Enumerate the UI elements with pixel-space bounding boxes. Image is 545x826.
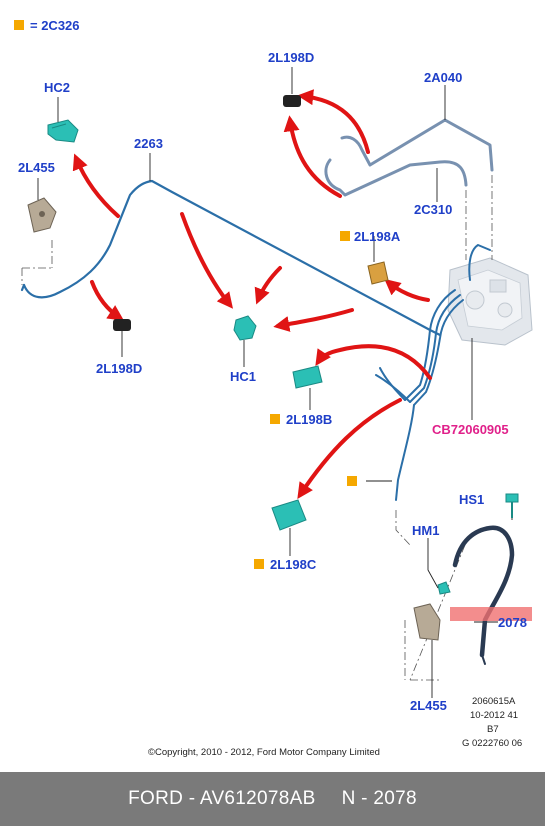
red-arrows (72, 89, 432, 499)
pipes-2a040-2c310 (324, 118, 494, 197)
marker-2l198b (270, 414, 280, 424)
label-2078: 2078 (498, 615, 527, 630)
info-line-2: 10-2012 41 (470, 710, 518, 721)
brake-lines-diagram: = 2C326 (14, 18, 533, 758)
legend-marker (14, 20, 24, 30)
highlight-2078 (450, 607, 532, 621)
label-2l198d-bottom: 2L198D (96, 361, 142, 376)
info-line-1: 2060615A (472, 696, 516, 707)
label-2l198b: 2L198B (286, 412, 332, 427)
info-line-3: B7 (487, 724, 499, 735)
label-2a040: 2A040 (424, 70, 462, 85)
bracket-2l455-top (27, 197, 57, 233)
clip-2l198b (292, 365, 323, 389)
bushing-2l198d-bottom (113, 319, 131, 331)
label-2c310: 2C310 (414, 202, 452, 217)
label-2l198d-top: 2L198D (268, 50, 314, 65)
clip-2l198a (367, 261, 389, 285)
marker-2c326 (347, 476, 357, 486)
copyright-text: ©Copyright, 2010 - 2012, Ford Motor Comp… (148, 747, 380, 758)
label-2l198a: 2L198A (354, 229, 401, 244)
footer-part-number: FORD - AV612078AB (128, 788, 316, 809)
label-hm1: HM1 (412, 523, 439, 538)
brake-pipe-2263 (20, 179, 442, 337)
clip-hm1 (437, 581, 451, 595)
bracket-2l455-bottom (413, 603, 441, 641)
bushing-2l198d-top (283, 95, 301, 107)
label-2l455-top: 2L455 (18, 160, 55, 175)
marker-2l198a (340, 231, 350, 241)
label-cb72060905: CB72060905 (432, 422, 509, 437)
brake-hose-2078 (452, 525, 515, 665)
reference-lines (21, 175, 493, 681)
screw-hs1 (505, 493, 519, 518)
label-2l198c: 2L198C (270, 557, 317, 572)
leader-lines (37, 67, 513, 698)
pipe-bundle (375, 244, 491, 501)
clip-2l198c (271, 499, 307, 531)
info-line-4: G 0222760 06 (462, 738, 522, 749)
footer-ref: N - 2078 (341, 788, 417, 809)
clip-hc1 (233, 315, 257, 341)
hc2-clip (47, 119, 79, 143)
legend-text: = 2C326 (30, 18, 80, 33)
label-hc2: HC2 (44, 80, 70, 95)
marker-2l198c (254, 559, 264, 569)
label-2263: 2263 (134, 136, 163, 151)
label-hc1: HC1 (230, 369, 256, 384)
label-hs1: HS1 (459, 492, 484, 507)
footer-bar: FORD - AV612078AB N - 2078 (0, 772, 545, 826)
label-2l455-bottom: 2L455 (410, 698, 447, 713)
